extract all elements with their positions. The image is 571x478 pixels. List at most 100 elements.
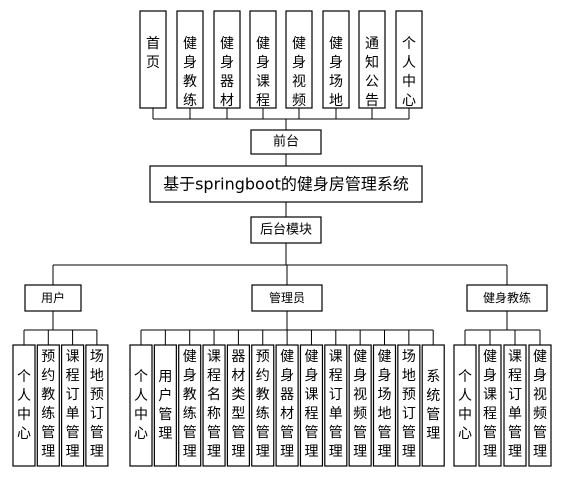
role-2-item-5-frame — [226, 344, 250, 467]
top-module-2-frame — [176, 10, 204, 109]
role-2-item-5-label: 器材类型管理 — [231, 349, 245, 460]
role-2-item-7: 健身器材管理 — [275, 344, 299, 467]
role-3-item-3-frame — [503, 344, 527, 467]
role-2-item-5: 器材类型管理 — [226, 344, 250, 467]
role-2-item-8-frame — [299, 344, 324, 467]
top-module-3-label: 健身器材 — [220, 36, 234, 109]
system-title: 基于springboot的健身房管理系统 — [149, 165, 423, 203]
role-2-item-3: 健身教练管理 — [178, 344, 202, 467]
role-2-item-2: 用户管理 — [153, 344, 177, 467]
role-3-item-2: 健身课程管理 — [478, 344, 502, 467]
role-node-1: 用户 — [24, 284, 82, 312]
role-3-item-4-frame — [528, 344, 552, 467]
system-title-label: 基于springboot的健身房管理系统 — [163, 175, 409, 194]
role-1-item-4: 场地预订管理 — [85, 344, 109, 467]
role-2-item-4: 课程名称管理 — [202, 344, 226, 467]
role-node-3: 健身教练 — [466, 284, 548, 312]
role-2-item-13: 系统管理 — [421, 344, 445, 467]
role-2-item-3-frame — [178, 344, 202, 467]
role-2-item-7-frame — [275, 344, 299, 467]
top-module-3-frame — [213, 10, 241, 109]
role-2-item-6: 预约教练管理 — [251, 344, 275, 467]
top-module-2-label: 健身教练 — [183, 36, 197, 109]
role-1-item-4-label: 场地预订管理 — [90, 349, 104, 460]
role-node-3-label: 健身教练 — [483, 290, 531, 305]
role-3-item-2-label: 健身课程管理 — [483, 349, 497, 460]
role-2-item-4-label: 课程名称管理 — [207, 349, 221, 460]
role-2-item-8-label: 健身课程管理 — [304, 349, 318, 460]
top-module-1-label: 首页 — [146, 36, 160, 71]
role-2-item-1: 个人中心 — [129, 344, 153, 467]
connector-lines — [23, 108, 541, 345]
role-2-item-10-frame — [348, 344, 372, 467]
role-3-item-1-frame — [453, 344, 477, 467]
role-node-2-label: 管理员 — [269, 290, 305, 305]
top-module-4: 健身课程 — [249, 10, 277, 109]
top-module-2: 健身教练 — [176, 10, 204, 109]
role-2-item-2-label: 用户管理 — [158, 369, 172, 442]
frontend-node-frame — [250, 129, 322, 155]
role-3-item-1: 个人中心 — [453, 344, 477, 467]
role-2-item-4-frame — [202, 344, 226, 467]
role-2-item-10: 健身视频管理 — [348, 344, 372, 467]
top-module-5-label: 健身视频 — [292, 36, 306, 109]
role-2-item-13-label: 系统管理 — [426, 369, 440, 442]
role-2-item-13-frame — [421, 344, 445, 467]
top-module-8-label: 个人中心 — [402, 36, 416, 109]
role-node-2: 管理员 — [251, 284, 323, 312]
top-module-5-frame — [285, 10, 313, 109]
role-1-item-4-frame — [85, 344, 109, 467]
role-2-item-12: 场地预订管理 — [397, 344, 421, 467]
top-module-6-label: 健身场地 — [329, 36, 343, 109]
top-module-1: 首页 — [139, 10, 167, 109]
role-2-item-11-label: 健身场地管理 — [378, 349, 392, 460]
role-1-item-2-label: 预约教练管理 — [41, 349, 55, 460]
role-2-item-9-frame — [324, 344, 348, 467]
backend-node-label: 后台模块 — [260, 223, 312, 238]
frontend-node-label: 前台 — [273, 134, 299, 150]
role-node-2-frame — [251, 284, 323, 312]
role-1-item-3-frame — [60, 344, 85, 467]
role-3-item-4-label: 健身视频管理 — [533, 349, 547, 460]
system-title-frame — [149, 165, 423, 203]
frontend-node: 前台 — [250, 129, 322, 155]
role-2-item-8: 健身课程管理 — [299, 344, 324, 467]
role-2-item-2-frame — [153, 344, 177, 467]
role-node-1-label: 用户 — [41, 290, 65, 305]
role-node-1-frame — [24, 284, 82, 312]
role-2-item-9: 课程订单管理 — [324, 344, 348, 467]
role-2-item-6-frame — [251, 344, 275, 467]
role-2-item-7-label: 健身器材管理 — [280, 349, 294, 460]
top-module-7: 通知公告 — [358, 10, 386, 109]
role-1-item-1-label: 个人中心 — [17, 369, 31, 442]
top-module-3: 健身器材 — [213, 10, 241, 109]
role-2-item-1-label: 个人中心 — [134, 369, 148, 442]
role-3-item-3: 课程订单管理 — [503, 344, 527, 467]
role-1-item-1-frame — [12, 344, 36, 467]
role-3-item-4: 健身视频管理 — [528, 344, 552, 467]
top-module-7-frame — [358, 10, 386, 109]
role-2-item-3-label: 健身教练管理 — [183, 349, 197, 460]
top-module-7-label: 通知公告 — [365, 36, 379, 109]
top-module-1-frame — [139, 10, 167, 109]
role-2-item-1-frame — [129, 344, 153, 467]
role-1-item-1: 个人中心 — [12, 344, 36, 467]
backend-node-frame — [250, 216, 322, 244]
role-1-item-2-frame — [36, 344, 60, 467]
top-module-8: 个人中心 — [395, 10, 423, 109]
role-2-item-11: 健身场地管理 — [372, 344, 397, 467]
role-node-3-frame — [466, 284, 548, 312]
role-1-item-3-label: 课程订单管理 — [66, 349, 80, 460]
role-1-item-2: 预约教练管理 — [36, 344, 60, 467]
role-3-item-1-label: 个人中心 — [458, 369, 472, 442]
role-1-item-3: 课程订单管理 — [60, 344, 85, 467]
top-module-4-frame — [249, 10, 277, 109]
role-3-item-3-label: 课程订单管理 — [508, 349, 522, 460]
role-2-item-9-label: 课程订单管理 — [329, 349, 343, 460]
role-3-item-2-frame — [478, 344, 502, 467]
role-2-item-12-frame — [397, 344, 421, 467]
role-2-item-11-frame — [372, 344, 397, 467]
role-2-item-6-label: 预约教练管理 — [256, 349, 270, 460]
top-module-8-frame — [395, 10, 423, 109]
